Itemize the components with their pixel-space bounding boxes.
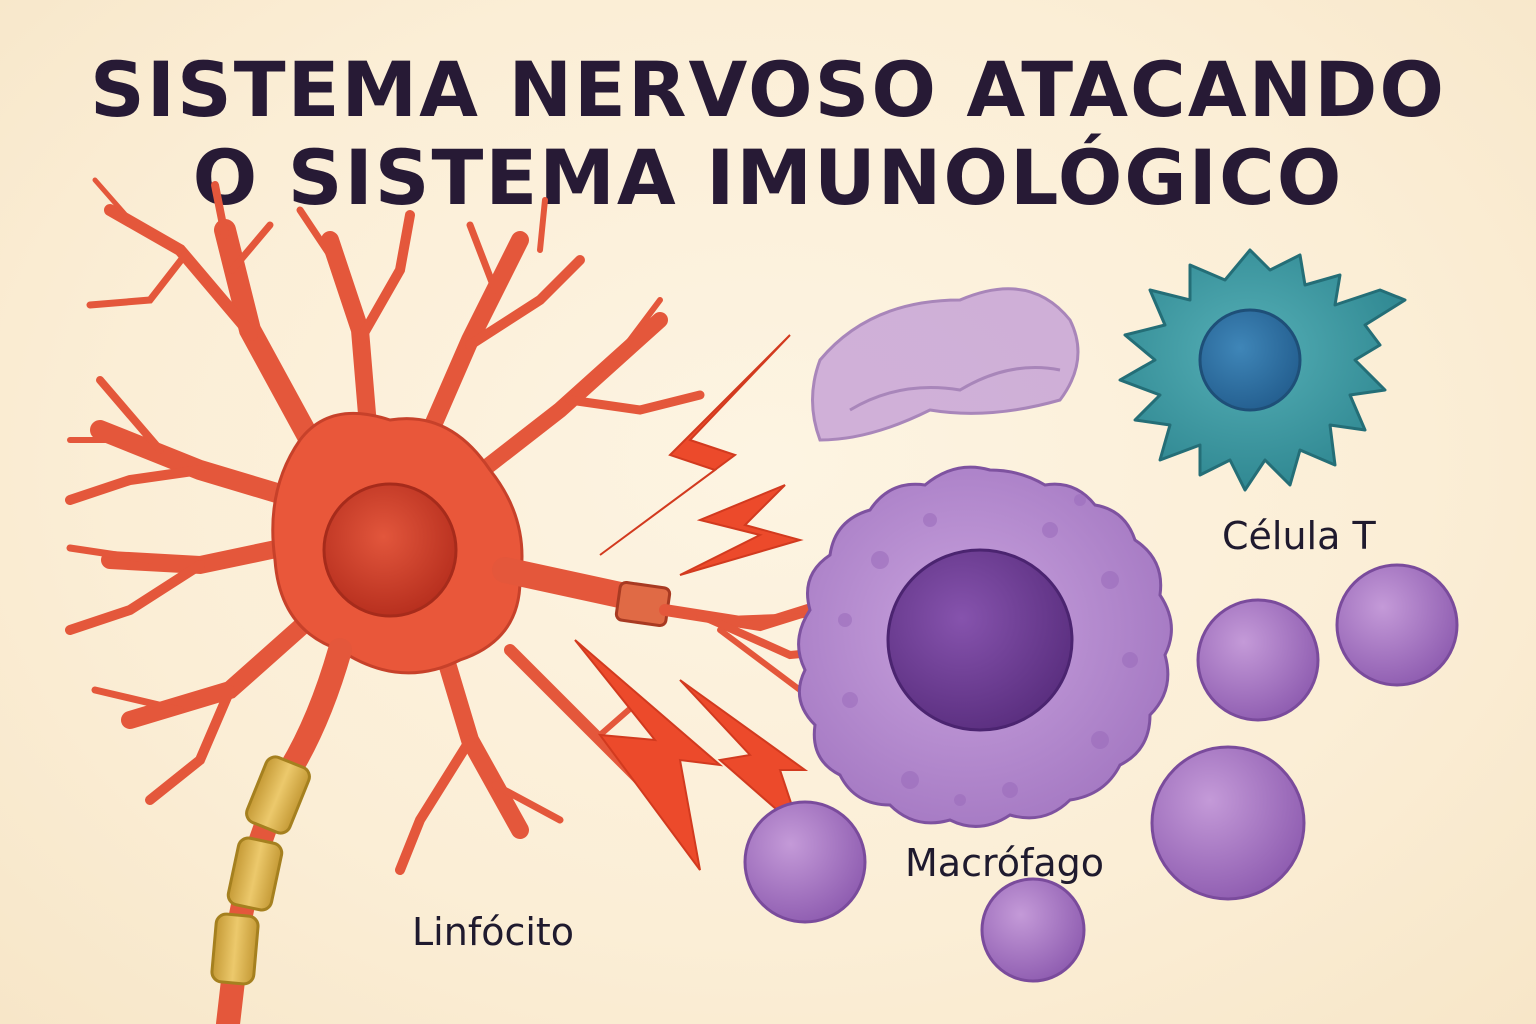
macrophage [797,465,1173,828]
label-linfocito: Linfócito [412,910,575,954]
lymphocytes [743,563,1459,983]
lightning-bolt-icon [679,484,804,576]
neuron-axon [492,557,633,608]
axon-myelin-sheath [614,580,672,628]
lightning-bolt-icon [599,334,791,556]
lightning-bolt-icon [574,639,724,871]
macrophage-nucleus [886,548,1074,732]
neuron-dendrites [65,177,705,875]
neuron [65,177,853,1024]
lymphocyte [743,800,867,924]
macrophage-granules [838,494,1138,806]
lymphocyte [1335,563,1459,687]
faded-immune-cell [811,287,1080,442]
lymphocyte [1150,745,1306,901]
t-cell [1118,248,1407,492]
title-line-1: SISTEMA NERVOSO ATACANDO [90,45,1446,134]
lymphocyte [980,877,1086,983]
lymphocyte [1196,598,1320,722]
title-line-2: O SISTEMA IMUNOLÓGICO [192,133,1344,222]
lightning-bolts [574,334,809,871]
label-celula-t: Célula T [1222,514,1376,558]
label-macrofago: Macrófago [905,841,1105,885]
myelin-sheaths [210,755,311,986]
neuron-nucleus [322,482,458,618]
t-cell-nucleus [1198,308,1302,412]
